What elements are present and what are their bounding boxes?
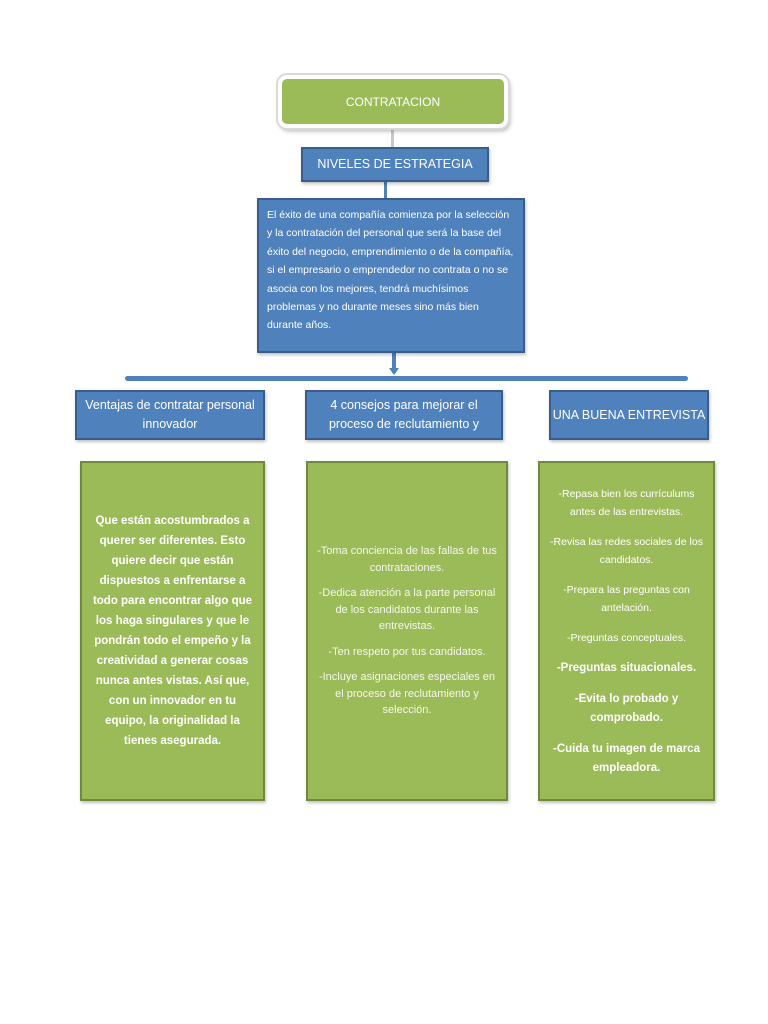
interview-item: -Revisa las redes sociales de los candid…: [550, 535, 703, 566]
interview-item: -Evita lo probado y comprobado.: [574, 692, 679, 724]
column-header-innovative: Ventajas de contratar personal innovador: [75, 390, 265, 440]
column-header-text: UNA BUENA ENTREVISTA: [552, 407, 706, 422]
innovative-content-text: Que están acostumbrados a querer ser dif…: [92, 515, 253, 747]
column-header-recruitment-tips: 4 consejos para mejorar el proceso de re…: [305, 390, 503, 440]
tip-item: -Incluye asignaciones especiales en el p…: [318, 671, 496, 717]
strategy-levels-node: NIVELES DE ESTRATEGIA: [301, 147, 489, 182]
interview-item: -Repasa bien los currículums antes de la…: [558, 487, 695, 518]
column-header-interview: UNA BUENA ENTREVISTA: [549, 390, 709, 440]
innovative-content-box: Que están acostumbrados a querer ser dif…: [80, 461, 265, 801]
horizontal-connector-bar: [125, 376, 688, 381]
connector-arrow: [389, 368, 399, 375]
interview-item: -Cuida tu imagen de marca empleadora.: [553, 742, 700, 774]
description-node: El éxito de una compañía comienza por la…: [257, 198, 525, 353]
interview-tips-box: -Repasa bien los currículums antes de la…: [538, 461, 715, 801]
tip-item: -Ten respeto por tus candidatos.: [328, 645, 486, 658]
interview-item: -Prepara las preguntas con antelación.: [563, 583, 690, 614]
column-header-text: Ventajas de contratar personal innovador: [85, 398, 255, 431]
connector-title-niveles: [391, 128, 394, 147]
connector-text-bar: [392, 353, 396, 373]
interview-item: -Preguntas situacionales.: [556, 661, 697, 674]
column-header-text: 4 consejos para mejorar el proceso de re…: [328, 398, 480, 431]
connector-niveles-text: [384, 182, 387, 198]
interview-item: -Preguntas conceptuales.: [566, 631, 687, 644]
description-text: El éxito de una compañía comienza por la…: [267, 209, 514, 332]
tip-item: -Toma conciencia de las fallas de tus co…: [317, 545, 497, 574]
recruitment-tips-box: -Toma conciencia de las fallas de tus co…: [306, 461, 508, 801]
title-text: CONTRATACION: [345, 94, 441, 109]
title-node: CONTRATACION: [278, 75, 508, 128]
tip-item: -Dedica atención a la parte personal de …: [318, 587, 496, 633]
strategy-levels-text: NIVELES DE ESTRATEGIA: [317, 157, 473, 171]
